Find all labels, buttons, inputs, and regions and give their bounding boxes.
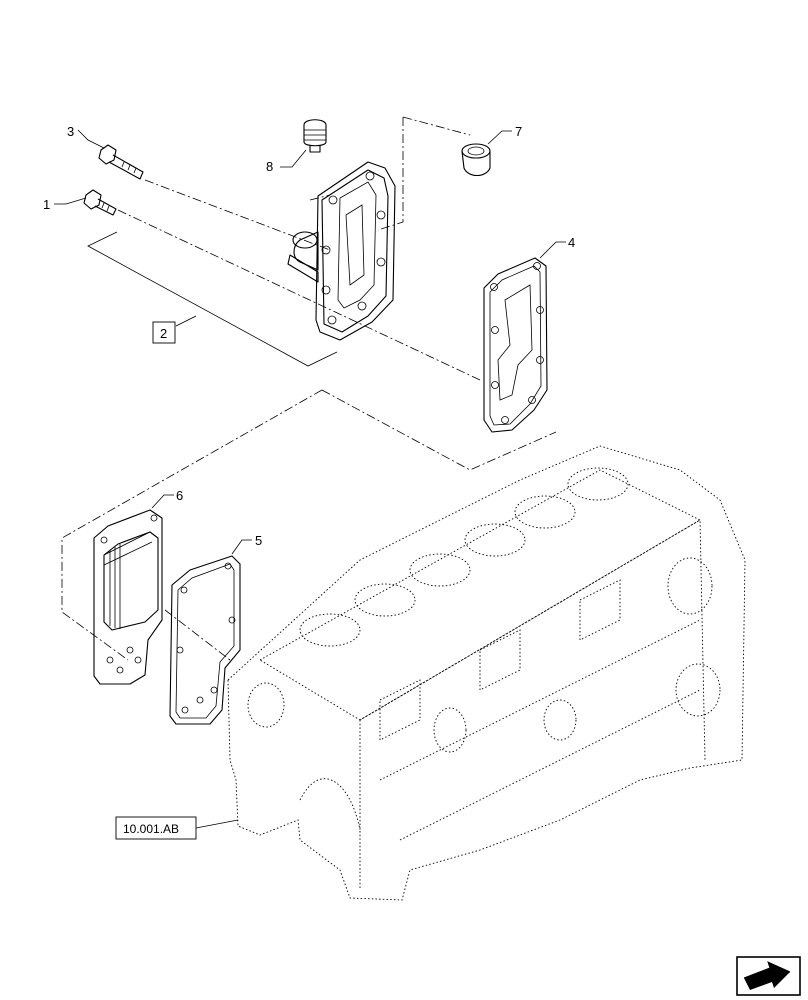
callout-1[interactable]: 1: [43, 197, 50, 212]
bolt-long-part-3: [98, 144, 144, 180]
callout-2-box[interactable]: 2: [152, 321, 176, 344]
oil-cooler-part-6: [93, 509, 163, 685]
reference-label[interactable]: 10.001.AB: [123, 822, 179, 836]
reference-link-box[interactable]: 10.001.AB: [115, 816, 197, 840]
group-bracket-2: [87, 231, 338, 367]
callout-8[interactable]: 8: [266, 159, 273, 174]
callout-6[interactable]: 6: [176, 488, 183, 503]
engine-block-phantom: [227, 445, 746, 901]
assembly-lines: [61, 116, 557, 661]
callout-5[interactable]: 5: [255, 533, 262, 548]
gasket-part-5: [169, 555, 241, 725]
gasket-part-4: [483, 257, 548, 433]
filter-housing: [287, 161, 396, 341]
callout-2[interactable]: 2: [160, 326, 167, 341]
callout-7[interactable]: 7: [515, 124, 522, 139]
sleeve-part-7: [461, 143, 491, 177]
callout-leaders: [54, 129, 566, 829]
callout-4[interactable]: 4: [568, 235, 575, 250]
plug-part-8: [303, 119, 327, 153]
next-page-arrow-icon[interactable]: [736, 956, 801, 996]
callout-3[interactable]: 3: [67, 124, 74, 139]
bolt-short-part-1: [83, 189, 117, 216]
